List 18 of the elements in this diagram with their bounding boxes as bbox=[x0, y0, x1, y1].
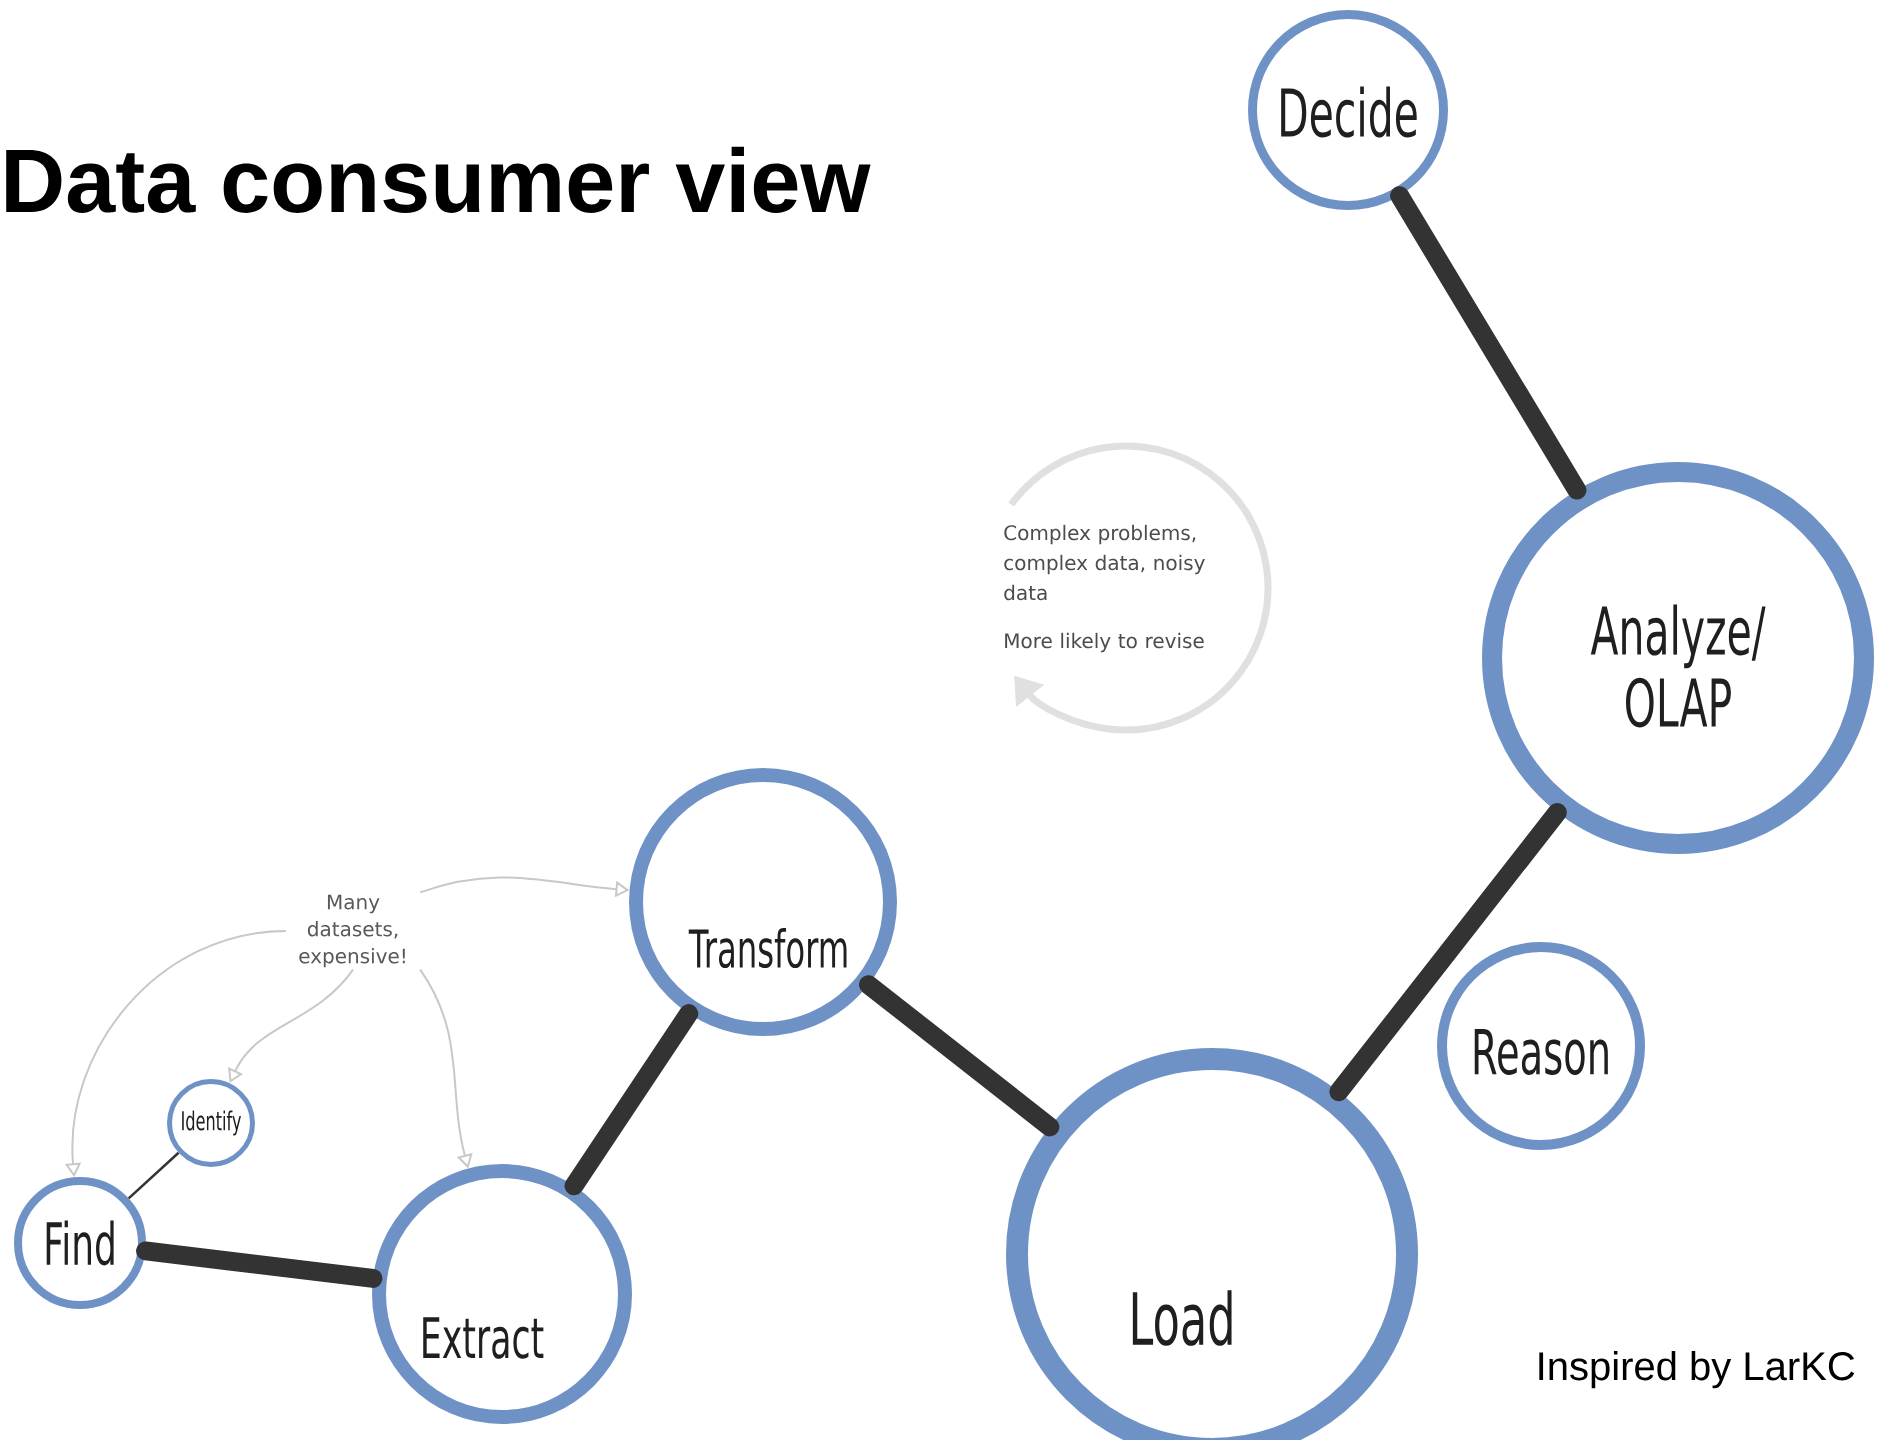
circle-node: Identify bbox=[167, 1079, 255, 1167]
circle-node: Reason bbox=[1437, 942, 1645, 1150]
circle-node: Decide bbox=[1248, 10, 1448, 210]
note-text: More likely to revise bbox=[1005, 632, 1204, 653]
title: Data consumer view bbox=[6, 146, 871, 213]
note-text: Complex problems, complex data, noisy data bbox=[1004, 524, 1205, 601]
connector-line bbox=[858, 975, 1060, 1137]
connector-line bbox=[136, 1241, 383, 1288]
circle-node: Analyze/ OLAP bbox=[1482, 462, 1874, 854]
circle-node: Find bbox=[14, 1177, 146, 1309]
connector-line bbox=[127, 1151, 180, 1200]
circle-node: Extract bbox=[372, 1164, 632, 1424]
connector-line bbox=[1390, 186, 1587, 500]
credit-text: Inspired by LarKC bbox=[1539, 1351, 1855, 1389]
circle-node: Transform bbox=[629, 768, 897, 1036]
connector-line bbox=[564, 1004, 699, 1196]
note-text: Many datasets, expensive! bbox=[299, 894, 405, 968]
connector-line bbox=[1329, 802, 1567, 1102]
